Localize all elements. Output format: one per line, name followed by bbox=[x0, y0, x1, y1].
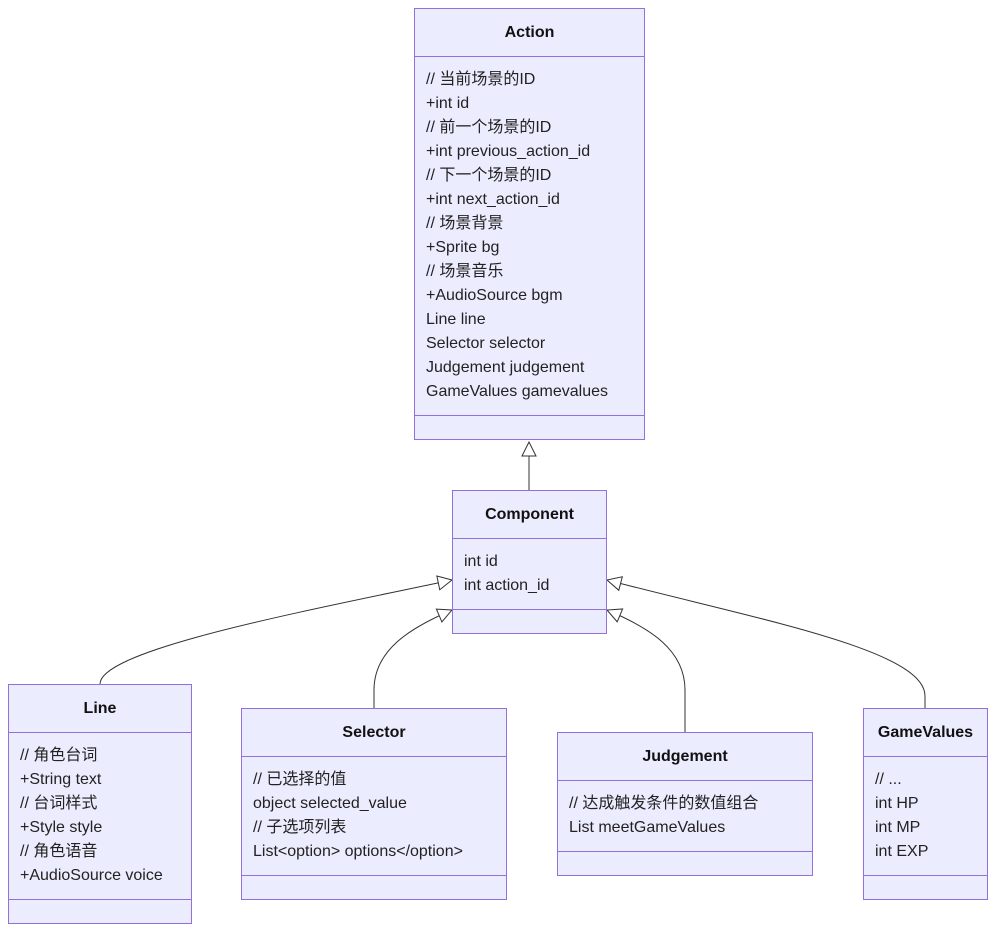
member-line: +int previous_action_id bbox=[426, 143, 591, 160]
class-methods bbox=[453, 610, 606, 632]
member-line: // 台词样式 bbox=[20, 795, 98, 812]
member-line: // 场景音乐 bbox=[426, 263, 504, 280]
member-line: +Sprite bg bbox=[426, 239, 500, 256]
member-line: List<option> options</option> bbox=[253, 843, 463, 860]
member-line: // 前一个场景的ID bbox=[426, 119, 552, 136]
class-action: Action // 当前场景的ID +int id // 前一个场景的ID +i… bbox=[414, 8, 645, 440]
class-judgement: Judgement // 达成触发条件的数值组合 List meetGameVa… bbox=[557, 732, 813, 876]
member-line: List meetGameValues bbox=[569, 819, 726, 836]
class-methods bbox=[242, 876, 506, 898]
class-title: GameValues bbox=[864, 709, 987, 757]
class-title: Component bbox=[453, 491, 606, 539]
member-line: Judgement judgement bbox=[426, 359, 585, 376]
member-line: object selected_value bbox=[253, 795, 407, 812]
member-line: +AudioSource bgm bbox=[426, 287, 563, 304]
member-line: // ... bbox=[875, 771, 902, 788]
member-line: int HP bbox=[875, 795, 919, 812]
member-line: // 角色台词 bbox=[20, 747, 98, 764]
class-members: int id int action_id bbox=[453, 539, 606, 610]
class-title: Selector bbox=[242, 709, 506, 757]
class-title: Judgement bbox=[558, 733, 812, 781]
member-line: Selector selector bbox=[426, 335, 546, 352]
class-component: Component int id int action_id bbox=[452, 490, 607, 634]
class-title: Line bbox=[9, 685, 191, 733]
edge-selector-to-component bbox=[373, 610, 452, 708]
member-line: int action_id bbox=[464, 577, 550, 594]
class-title: Action bbox=[415, 9, 644, 57]
member-line: // 场景背景 bbox=[426, 215, 504, 232]
member-line: // 角色语音 bbox=[20, 843, 98, 860]
class-members: // ... int HP int MP int EXP bbox=[864, 757, 987, 876]
class-methods bbox=[558, 852, 812, 874]
class-members: // 达成触发条件的数值组合 List meetGameValues bbox=[558, 781, 812, 852]
class-methods bbox=[415, 416, 644, 438]
member-line: +AudioSource voice bbox=[20, 867, 163, 884]
member-line: +String text bbox=[20, 771, 102, 788]
class-members: // 已选择的值 object selected_value // 子选项列表 … bbox=[242, 757, 506, 876]
member-line: // 下一个场景的ID bbox=[426, 167, 552, 184]
class-members: // 当前场景的ID +int id // 前一个场景的ID +int prev… bbox=[415, 57, 644, 416]
member-line: int id bbox=[464, 553, 498, 570]
member-line: +int id bbox=[426, 95, 470, 112]
member-line: GameValues gamevalues bbox=[426, 383, 609, 400]
edge-line-to-component bbox=[99, 580, 452, 685]
member-line: // 达成触发条件的数值组合 bbox=[569, 795, 759, 812]
class-methods bbox=[864, 876, 987, 898]
member-line: // 已选择的值 bbox=[253, 771, 347, 788]
member-line: int MP bbox=[875, 819, 921, 836]
member-line: +Style style bbox=[20, 819, 103, 836]
member-line: // 当前场景的ID bbox=[426, 71, 536, 88]
member-line: Line line bbox=[426, 311, 486, 328]
member-line: +int next_action_id bbox=[426, 191, 560, 208]
class-selector: Selector // 已选择的值 object selected_value … bbox=[241, 708, 507, 900]
class-gamevalues: GameValues // ... int HP int MP int EXP bbox=[863, 708, 988, 900]
edge-judgement-to-component bbox=[607, 610, 686, 732]
member-line: // 子选项列表 bbox=[253, 819, 347, 836]
class-line: Line // 角色台词 +String text // 台词样式 +Style… bbox=[8, 684, 192, 924]
class-members: // 角色台词 +String text // 台词样式 +Style styl… bbox=[9, 733, 191, 900]
member-line: int EXP bbox=[875, 843, 929, 860]
class-methods bbox=[9, 900, 191, 922]
edge-gamevalues-to-component bbox=[607, 580, 926, 708]
